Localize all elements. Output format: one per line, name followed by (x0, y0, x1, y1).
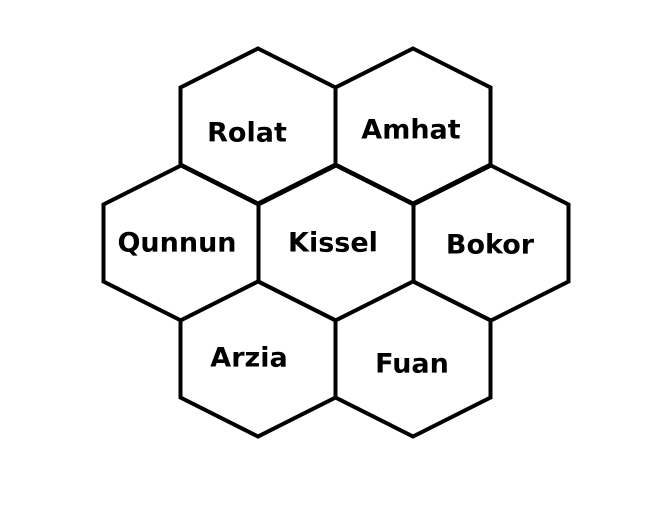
hex-labels: Rolat Amhat Qunnun Kissel Bokor Arzia Fu… (117, 115, 534, 380)
hex-label-rolat: Rolat (207, 118, 287, 149)
hex-label-qunnun: Qunnun (117, 228, 236, 259)
hex-shapes (101, 46, 571, 439)
hex-label-bokor: Bokor (446, 230, 535, 261)
hex-label-arzia: Arzia (210, 343, 287, 374)
hex-cell-fuan (333, 279, 493, 439)
hex-label-kissel: Kissel (288, 228, 378, 259)
hex-label-fuan: Fuan (375, 349, 449, 380)
hex-label-amhat: Amhat (361, 115, 460, 146)
